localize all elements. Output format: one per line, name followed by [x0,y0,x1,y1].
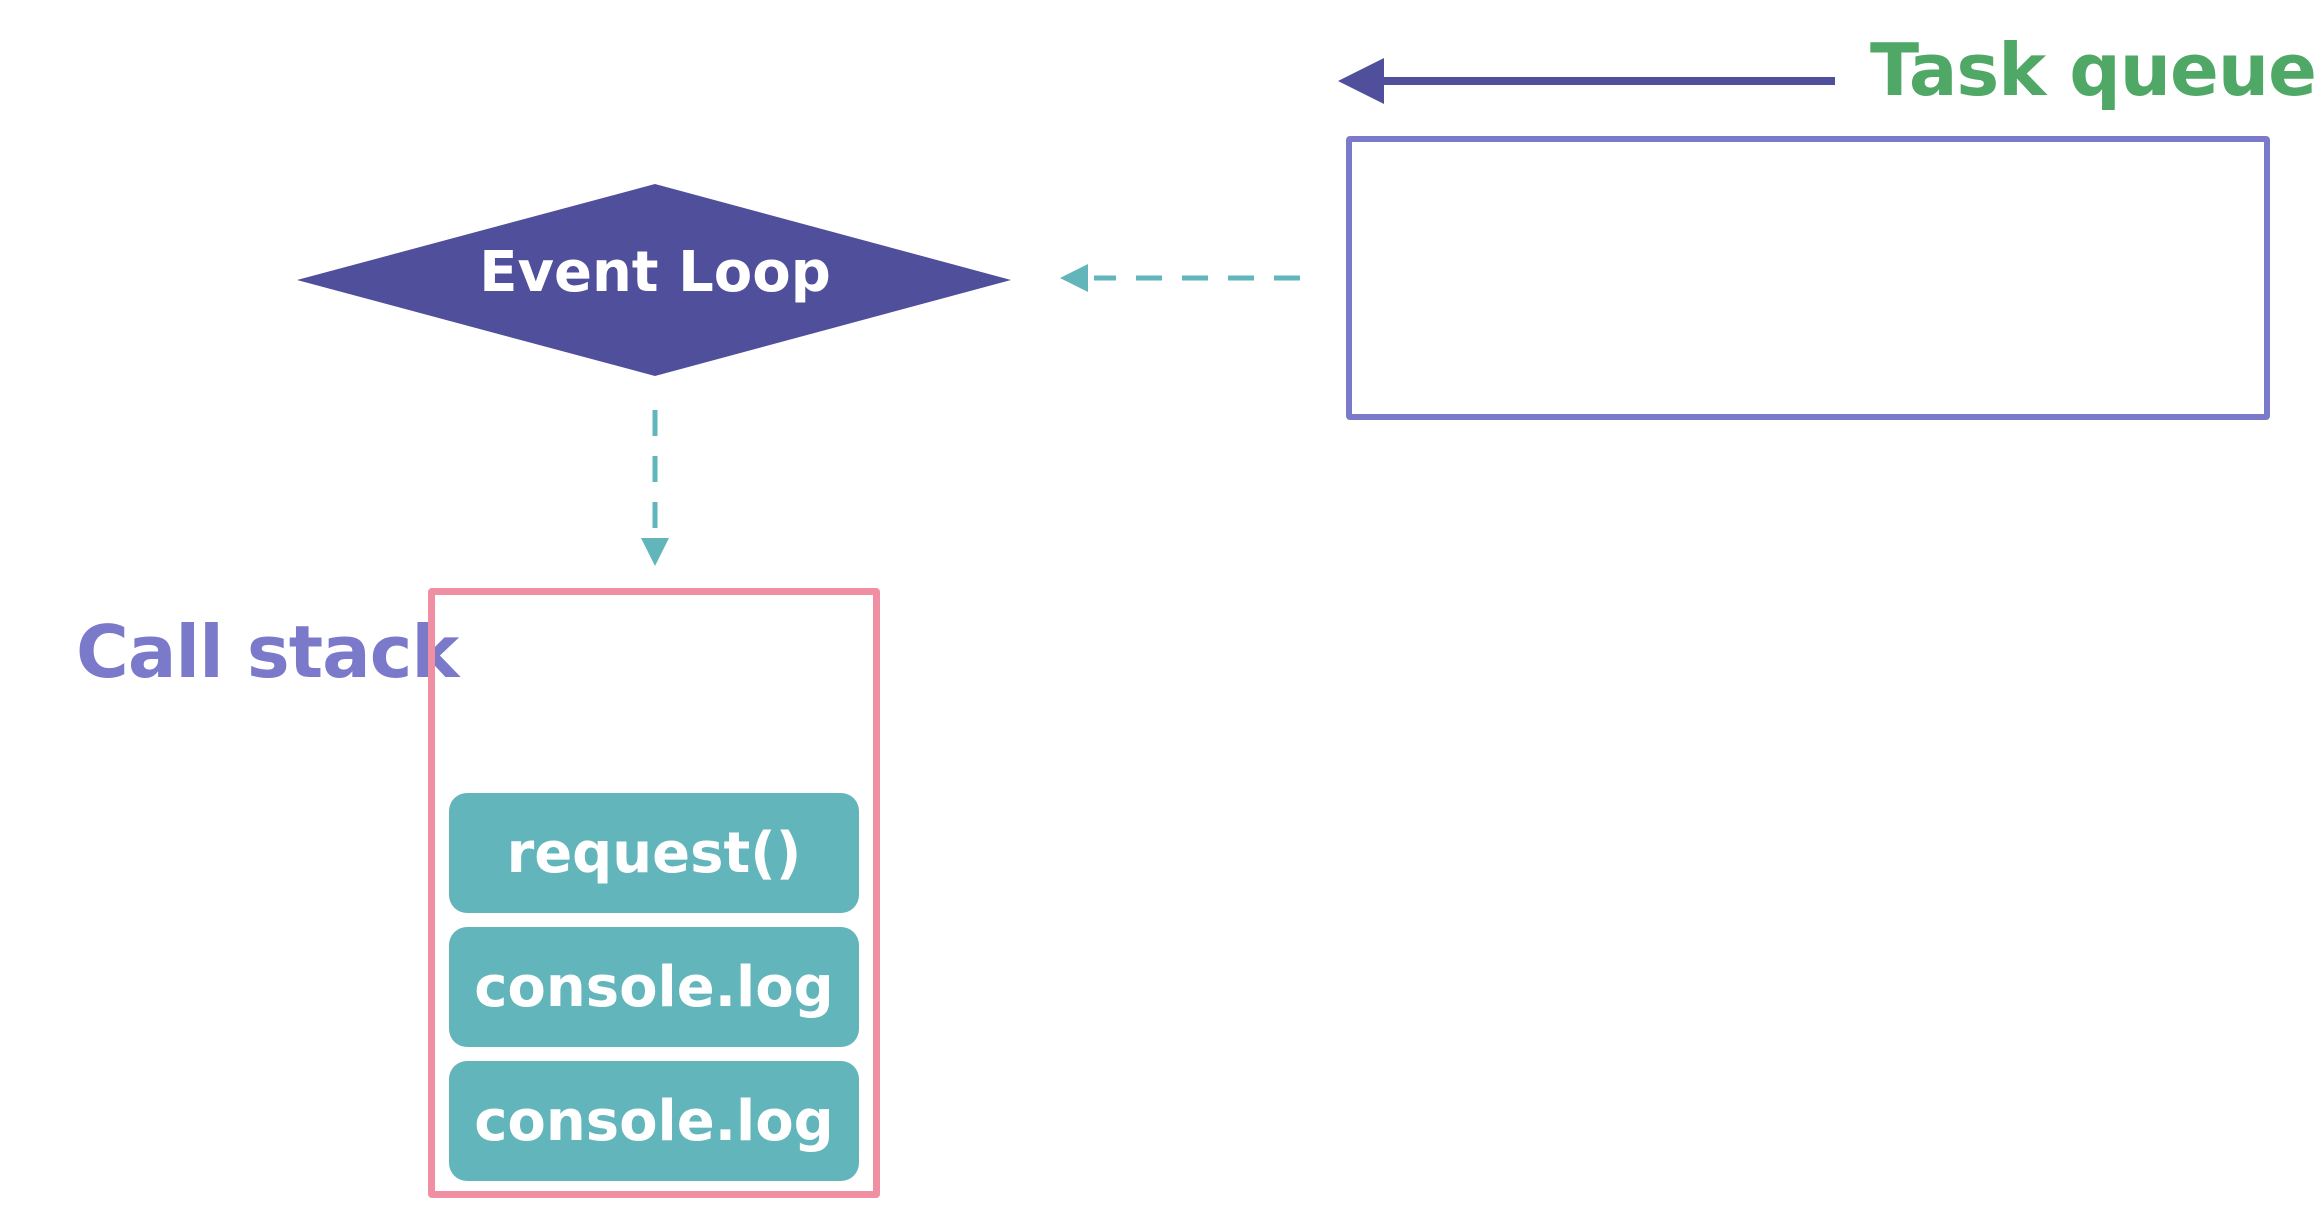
task-queue-box [1346,136,2270,420]
queue-to-loop-arrow-head [1060,264,1088,292]
loop-to-stack-arrow-head [641,538,669,566]
call-stack-label: Call stack [76,610,459,694]
event-loop-diamond [297,184,1011,376]
call-stack-box: request() console.log console.log [428,588,880,1198]
task-queue-arrow-head [1338,58,1384,104]
stack-frame: request() [449,793,859,913]
call-stack-frames: request() console.log console.log [449,793,859,1181]
event-loop-label: Event Loop [479,240,831,305]
stack-frame: console.log [449,927,859,1047]
task-queue-label: Task queue [1870,28,2316,112]
stack-frame: console.log [449,1061,859,1181]
